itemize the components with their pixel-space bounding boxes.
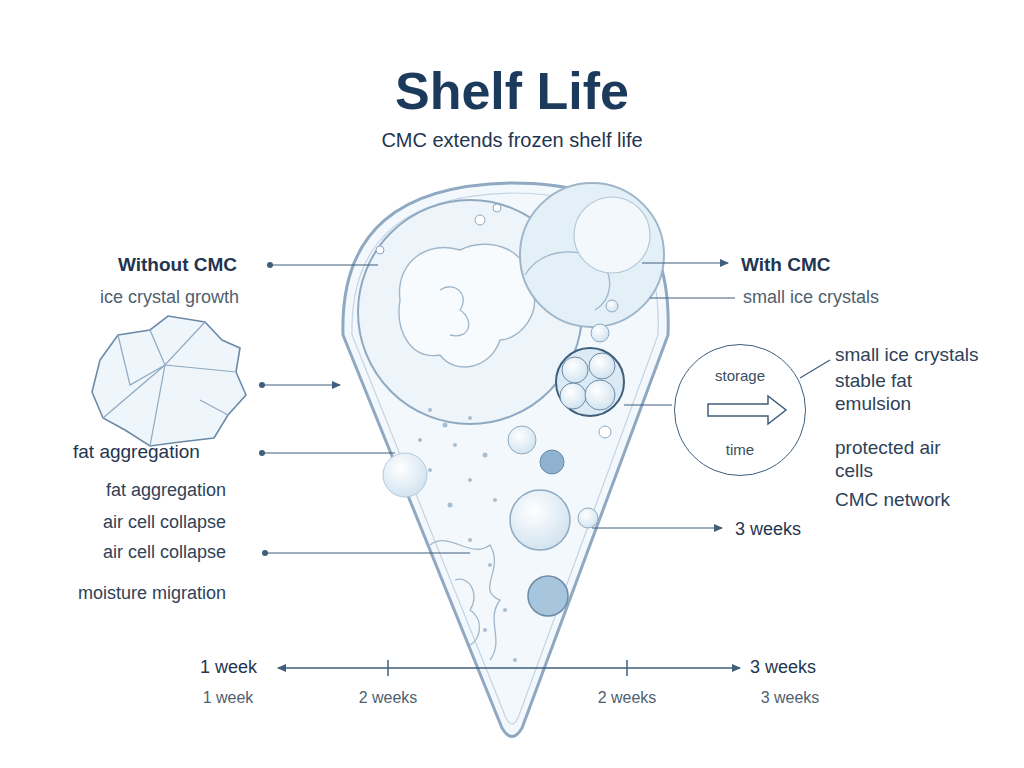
benefit-item: CMC network — [835, 489, 950, 512]
timeline-label: 1 week — [200, 657, 257, 679]
timeline-tick: 2 weeks — [359, 688, 418, 707]
callout-label: air cell collapse — [103, 512, 226, 534]
callout-label: small ice crystals — [743, 287, 879, 309]
benefit-item: protected air cells — [835, 437, 951, 483]
benefit-item: small ice crystals — [835, 344, 979, 367]
duration-label: 3 weeks — [735, 519, 801, 541]
diagram-title: Shelf Life — [395, 60, 629, 122]
timeline-tick: 3 weeks — [761, 688, 820, 707]
timeline-label: 3 weeks — [750, 657, 816, 679]
callout-label: ice crystal growth — [100, 287, 239, 309]
section-heading: With CMC — [741, 254, 831, 277]
circle-text: time — [726, 441, 754, 459]
section-heading: Without CMC — [118, 254, 237, 277]
callout-label: fat aggregation — [73, 441, 200, 464]
timeline-tick: 2 weeks — [598, 688, 657, 707]
callout-label: fat aggregation — [106, 480, 226, 502]
circle-text: storage — [715, 367, 765, 385]
callout-label: air cell collapse — [103, 542, 226, 564]
subtitle: CMC extends frozen shelf life — [381, 128, 642, 152]
benefit-item: stable fat emulsion — [835, 370, 953, 416]
callout-label: moisture migration — [78, 583, 226, 605]
timeline-tick: 1 week — [203, 688, 254, 707]
storage-time-circle: storage time — [674, 344, 806, 476]
